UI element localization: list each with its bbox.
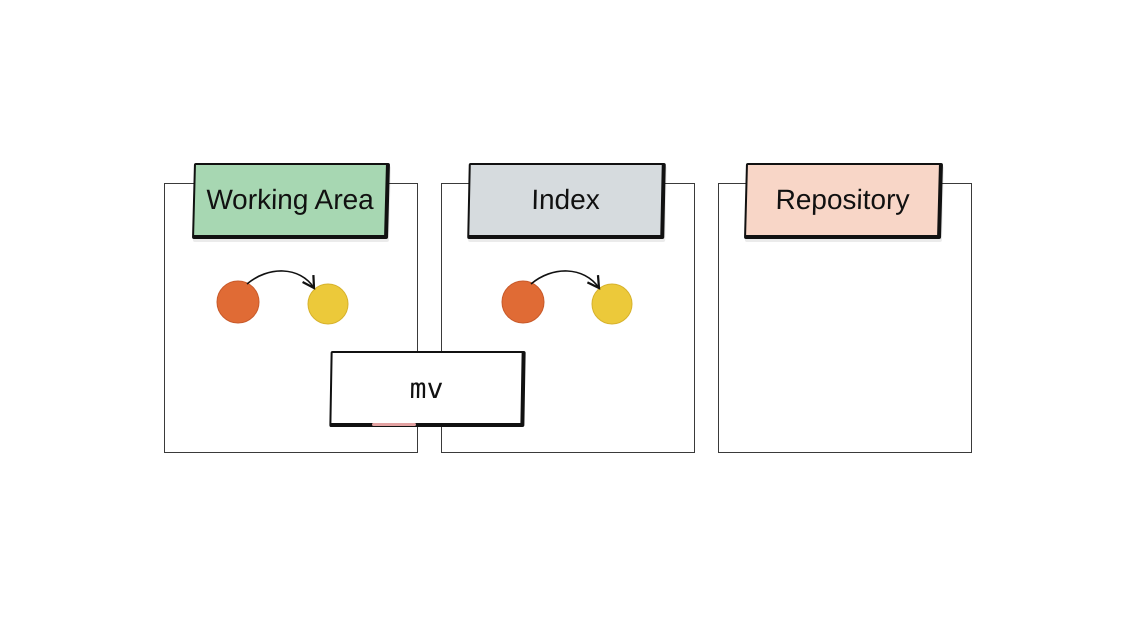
rename-arrow [530,270,601,290]
command-box: mv [329,351,526,427]
rename-arrow [246,270,316,290]
renamed-file-dot [591,283,633,325]
renamed-file-dot [307,283,349,325]
command-accent [372,423,416,426]
original-file-dot [216,280,260,324]
original-file-dot [501,280,545,324]
